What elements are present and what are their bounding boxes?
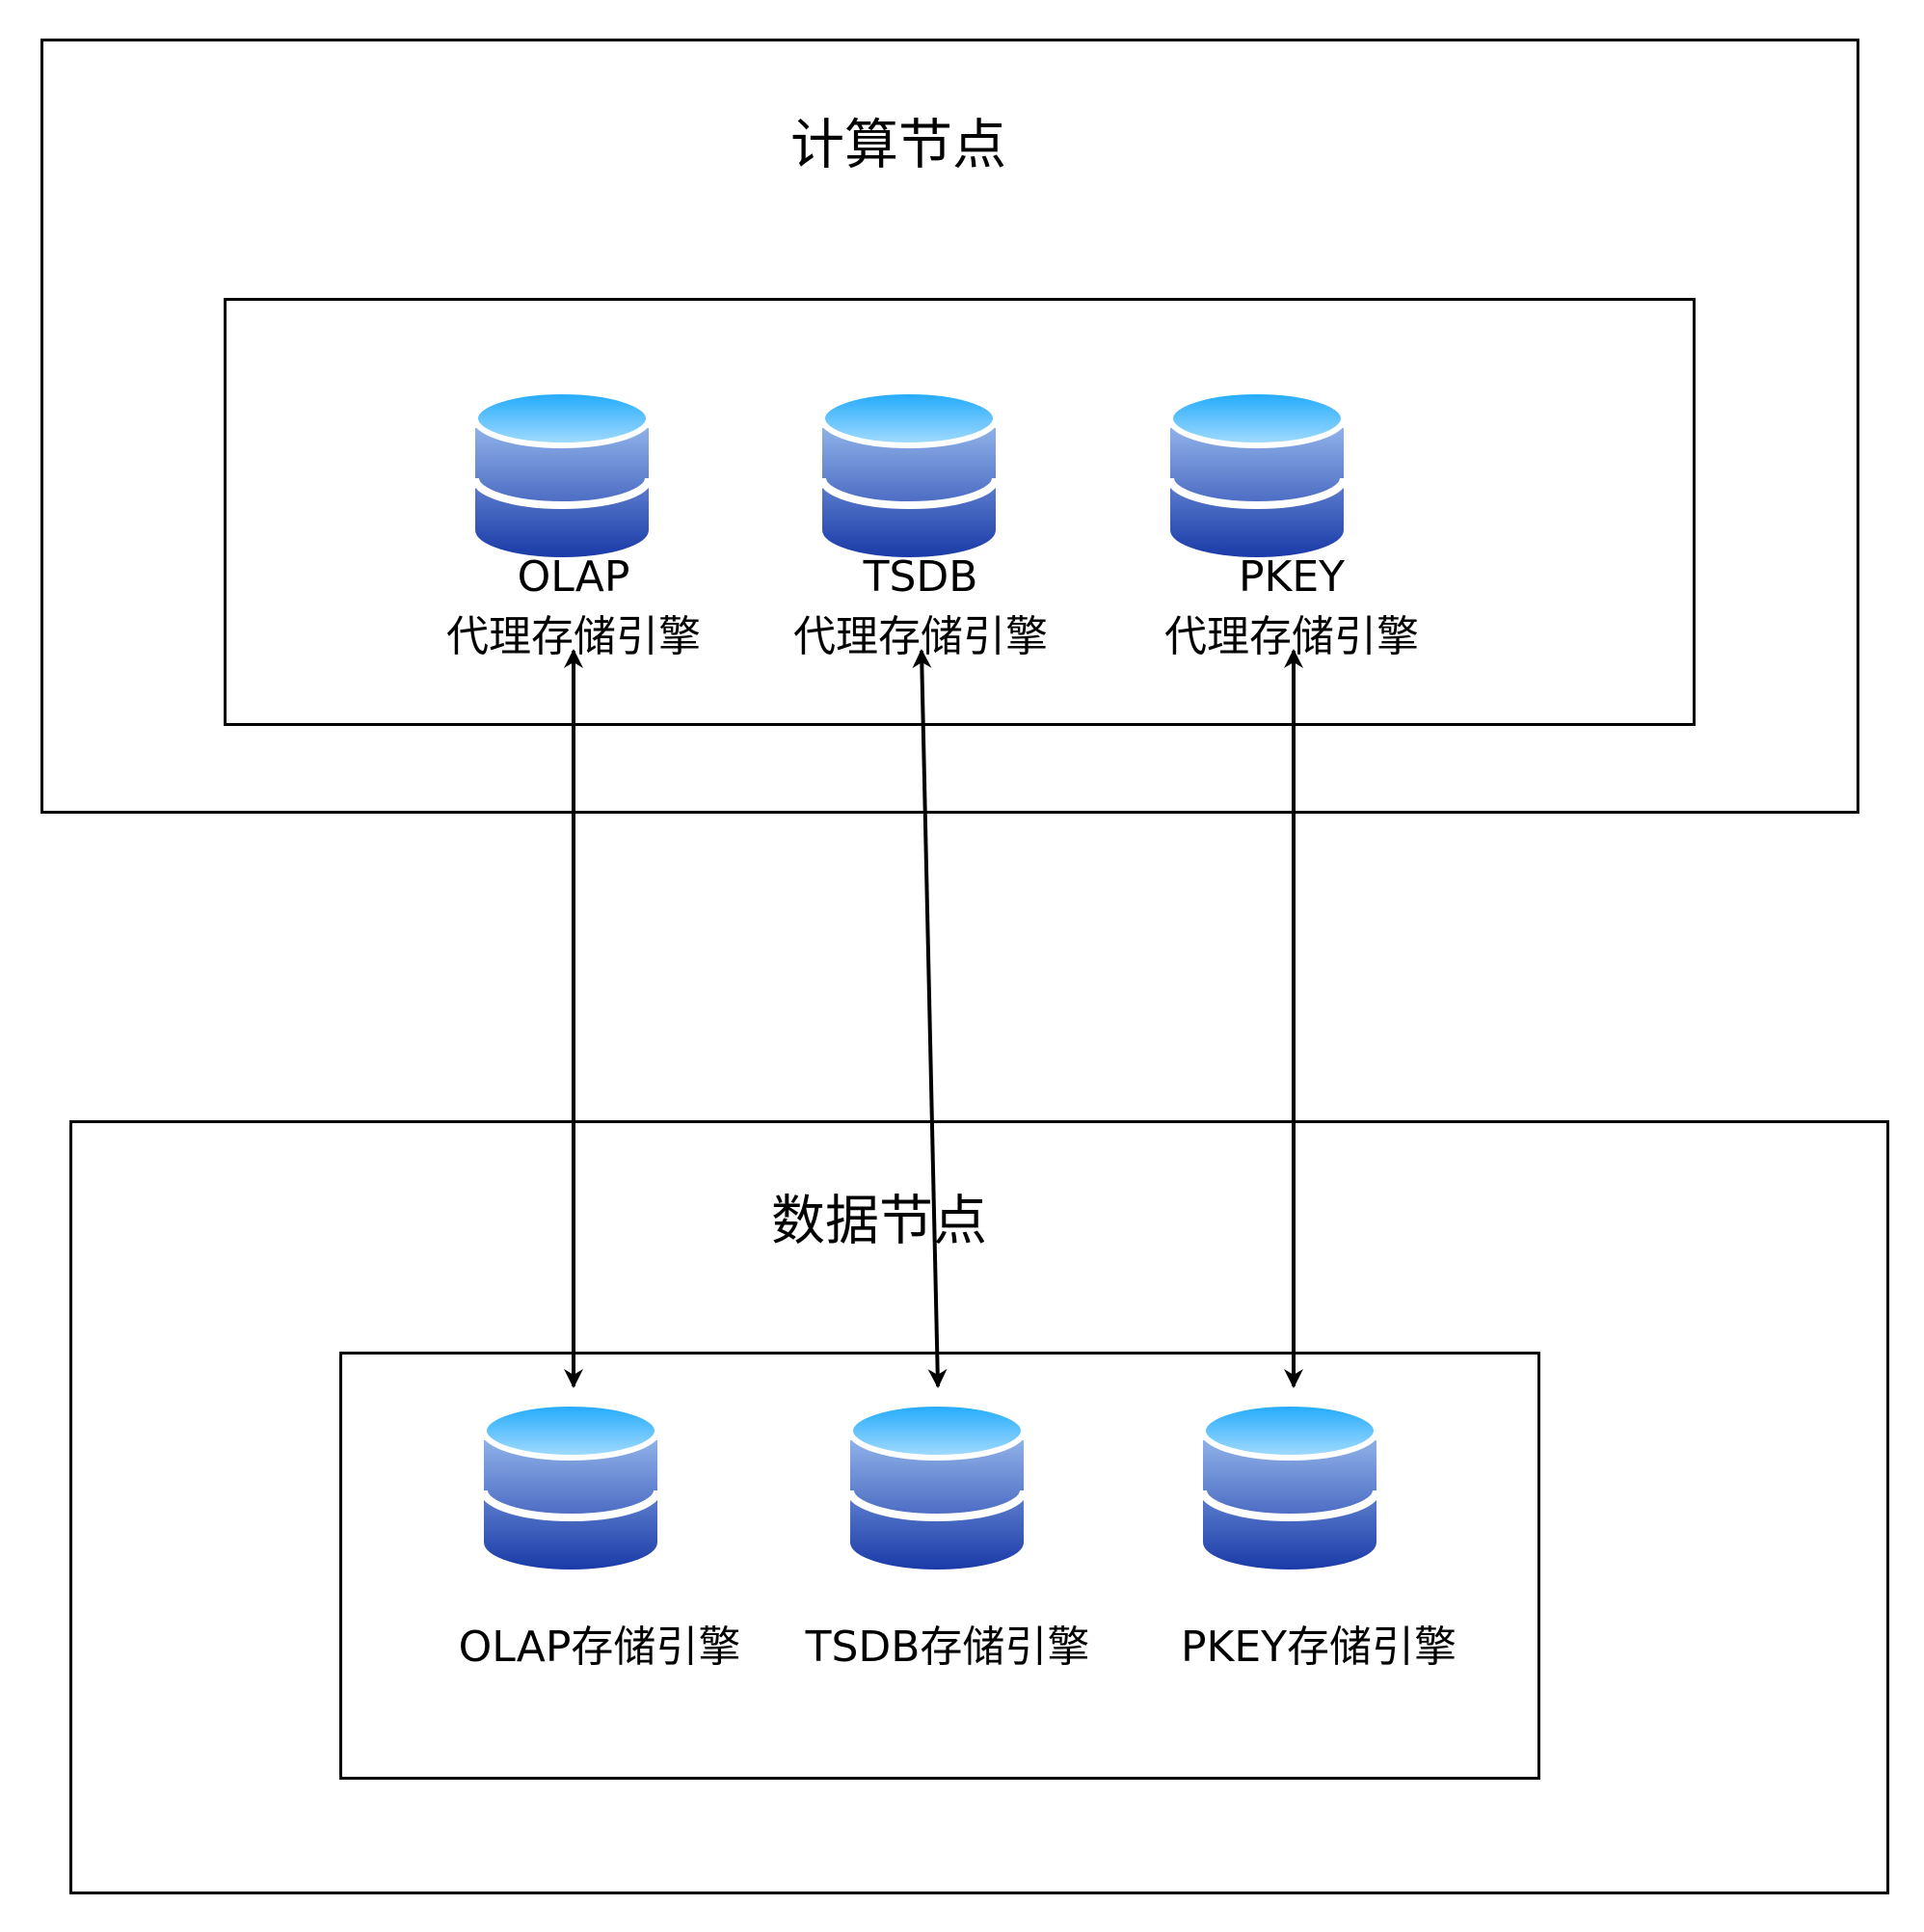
database-icon[interactable] [1168, 386, 1346, 559]
database-icon[interactable] [473, 386, 651, 559]
storage-engine-label-tsdb: TSDB存储引擎 [805, 1623, 1090, 1672]
engine-desc: 代理存储引擎 [793, 612, 1048, 661]
database-icon[interactable] [848, 1398, 1026, 1571]
storage-engine-label-olap: OLAP存储引擎 [458, 1623, 741, 1672]
engine-desc: 代理存储引擎 [1164, 612, 1419, 661]
proxy-engine-label-tsdb: TSDB 代理存储引擎 [793, 548, 1048, 667]
data-node-container [69, 1120, 1889, 1894]
database-icon[interactable] [482, 1398, 659, 1571]
proxy-engine-label-olap: OLAP 代理存储引擎 [446, 548, 701, 667]
compute-node-title: 计算节点 [790, 114, 1006, 177]
database-icon[interactable] [1201, 1398, 1378, 1571]
storage-engine-label-pkey: PKEY存储引擎 [1180, 1623, 1457, 1672]
engine-name: PKEY [1238, 552, 1346, 602]
engine-name: TSDB [863, 552, 978, 602]
compute-node-container [40, 39, 1859, 814]
engine-desc: 代理存储引擎 [446, 612, 701, 661]
proxy-engines-group [224, 298, 1696, 726]
engine-name: OLAP [517, 552, 630, 602]
data-node-title: 数据节点 [771, 1190, 987, 1253]
proxy-engine-label-pkey: PKEY 代理存储引擎 [1164, 548, 1419, 667]
database-icon[interactable] [820, 386, 998, 559]
